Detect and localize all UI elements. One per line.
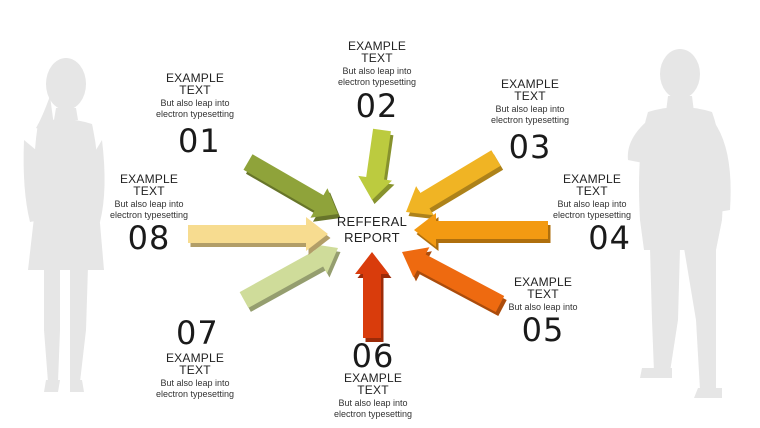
arrow-group bbox=[188, 128, 551, 342]
item-08-number: 08 bbox=[127, 219, 171, 257]
item-03-number: 03 bbox=[508, 128, 552, 166]
item-08-heading-line2: TEXT bbox=[133, 184, 165, 198]
item-06-block: 06 EXAMPLE TEXT But also leap into elect… bbox=[298, 340, 448, 420]
item-06-heading-line2: TEXT bbox=[357, 383, 389, 397]
item-06-sub-line1: But also leap into bbox=[338, 398, 408, 408]
item-04-sub-line2: electron typesetting bbox=[552, 210, 632, 220]
item-01-heading-line2: TEXT bbox=[179, 83, 211, 97]
item-02-sub-line1: But also leap into bbox=[342, 66, 412, 76]
item-02-sub-line2: electron typesetting bbox=[337, 77, 417, 87]
item-04-block: EXAMPLE TEXT But also leap into electron… bbox=[517, 173, 667, 255]
item-07-sub-line2: electron typesetting bbox=[155, 389, 235, 399]
item-03-sub-line2: electron typesetting bbox=[490, 115, 570, 125]
item-07-sub-line1: But also leap into bbox=[160, 378, 230, 388]
center-title-line1: REFFERAL bbox=[336, 214, 408, 229]
item-07-block: 07 EXAMPLE TEXT But also leap into elect… bbox=[120, 314, 270, 400]
arrow-07 bbox=[239, 243, 338, 308]
item-01-block: EXAMPLE TEXT But also leap into electron… bbox=[120, 72, 270, 158]
item-06-sub-line2: electron typesetting bbox=[333, 409, 413, 419]
item-05-block: EXAMPLE TEXT But also leap into 05 bbox=[468, 276, 618, 347]
item-08-sub-line2: electron typesetting bbox=[109, 210, 189, 220]
item-03-heading-line1: EXAMPLE bbox=[500, 77, 560, 91]
arrow-02 bbox=[358, 128, 392, 200]
arrow-01 bbox=[243, 154, 338, 218]
item-07-heading-line2: TEXT bbox=[179, 363, 211, 377]
arrow-08 bbox=[188, 217, 328, 251]
item-02-block: EXAMPLE TEXT But also leap into electron… bbox=[302, 40, 452, 123]
item-02-heading-line2: TEXT bbox=[361, 51, 393, 65]
item-08-sub-line1: But also leap into bbox=[114, 199, 184, 209]
item-03-block: EXAMPLE TEXT But also leap into electron… bbox=[455, 78, 605, 164]
item-02-heading-line1: EXAMPLE bbox=[347, 39, 407, 53]
item-03-sub-line1: But also leap into bbox=[495, 104, 565, 114]
item-04-number: 04 bbox=[588, 219, 631, 257]
item-03-heading-line2: TEXT bbox=[514, 89, 546, 103]
item-02-number: 02 bbox=[355, 87, 399, 125]
item-06-heading-line1: EXAMPLE bbox=[343, 371, 403, 385]
woman-silhouette-icon bbox=[23, 58, 105, 392]
item-07-heading-line1: EXAMPLE bbox=[165, 351, 225, 365]
center-title-line2: REPORT bbox=[344, 230, 400, 245]
item-05-heading-line1: EXAMPLE bbox=[513, 275, 573, 289]
arrow-03 bbox=[406, 150, 501, 216]
item-06-number: 06 bbox=[351, 337, 395, 375]
item-08-block: EXAMPLE TEXT But also leap into electron… bbox=[74, 173, 224, 255]
arrow-06 bbox=[355, 252, 389, 338]
arrow-04 bbox=[414, 213, 548, 247]
item-01-number: 01 bbox=[178, 122, 221, 160]
item-04-sub-line1: But also leap into bbox=[557, 199, 627, 209]
item-05-heading-line2: TEXT bbox=[527, 287, 559, 301]
item-01-sub-line2: electron typesetting bbox=[155, 109, 235, 119]
item-01-sub-line1: But also leap into bbox=[160, 98, 230, 108]
item-08-heading-line1: EXAMPLE bbox=[119, 172, 179, 186]
item-05-number: 05 bbox=[521, 311, 565, 349]
item-04-heading-line1: EXAMPLE bbox=[562, 172, 622, 186]
item-04-heading-line2: TEXT bbox=[576, 184, 608, 198]
item-07-number: 07 bbox=[176, 314, 219, 352]
item-01-heading-line1: EXAMPLE bbox=[165, 71, 225, 85]
item-05-sub-line1: But also leap into bbox=[508, 302, 578, 312]
man-silhouette-icon bbox=[627, 49, 731, 398]
center-title: REFFERAL REPORT bbox=[310, 214, 434, 246]
arrow-05 bbox=[402, 247, 505, 312]
